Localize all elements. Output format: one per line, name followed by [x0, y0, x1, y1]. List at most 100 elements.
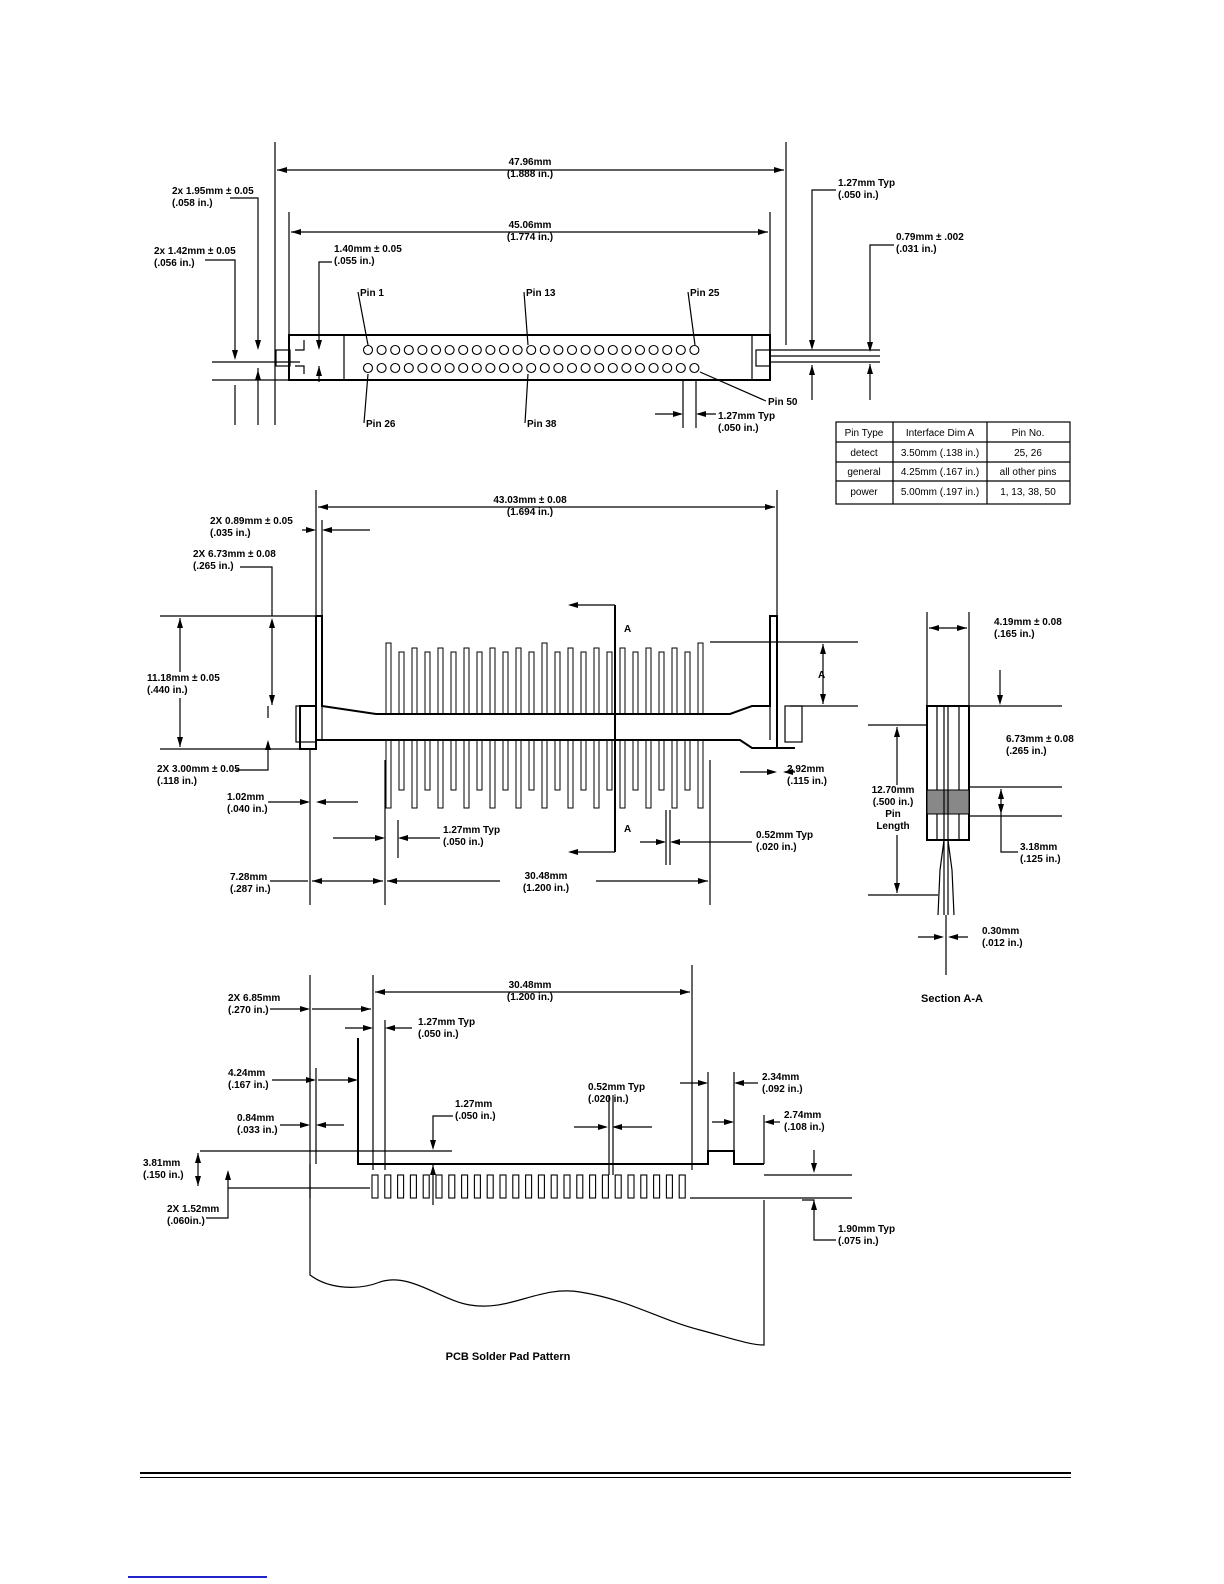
- side-pin-upper: [684, 651, 691, 715]
- side-pin-lower: [697, 739, 704, 809]
- side-pin-upper: [515, 647, 522, 715]
- side-pin-lower: [567, 739, 574, 809]
- table-cell: general: [847, 467, 880, 478]
- pin-hole: [458, 344, 469, 356]
- side-width-in: (1.694 in.): [507, 507, 553, 518]
- side-pin-upper: [463, 647, 470, 715]
- hole-dia-in: (.058 in.): [172, 198, 213, 209]
- pin-hole: [675, 362, 686, 374]
- r1-mm: 2.34mm: [762, 1072, 799, 1083]
- height-in: (.440 in.): [147, 685, 188, 696]
- pin-hole: [485, 344, 496, 356]
- table-cell: detect: [850, 448, 877, 459]
- pin-hole: [512, 362, 523, 374]
- side-pin-upper: [658, 651, 665, 715]
- side-pin-lower: [424, 739, 431, 791]
- footer-rule-thin: [140, 1477, 1071, 1478]
- table-cell: 1, 13, 38, 50: [1000, 487, 1056, 498]
- pin-hole: [648, 362, 659, 374]
- table-cell: power: [850, 487, 878, 498]
- pin-grid: [362, 344, 700, 374]
- pin-hole: [444, 362, 455, 374]
- side-pin-upper: [606, 651, 613, 715]
- side-pin-upper: [398, 651, 405, 715]
- pin-hole: [526, 344, 537, 356]
- pin-hole: [689, 362, 700, 374]
- section-mark-top: A: [624, 624, 631, 635]
- pin-thk-mm: 0.30mm: [982, 926, 1019, 937]
- side-pin-lower: [502, 739, 509, 791]
- body-in: (.265 in.): [1006, 746, 1047, 757]
- side-pin-upper: [593, 647, 600, 715]
- table-cell: 5.00mm (.197 in.): [901, 487, 979, 498]
- side-pin-upper: [619, 647, 626, 715]
- side-pin-upper: [645, 647, 652, 715]
- span-mm: 30.48mm: [525, 871, 568, 882]
- pad-h-mm: 1.27mm: [455, 1099, 492, 1110]
- side-pin-lower: [658, 739, 665, 791]
- pin-hole: [498, 344, 510, 356]
- pcb-view: 30.48mm (1.200 in.) 2X 6.85mm (.270 in.)…: [143, 965, 895, 1363]
- section-mark-bottom: A: [624, 824, 631, 835]
- gap-in: (.033 in.): [237, 1125, 278, 1136]
- side-view: 43.03mm ± 0.08 (1.694 in.) 2X 0.89mm ± 0…: [145, 490, 858, 905]
- pin-hole: [376, 344, 387, 356]
- pitch-top-mm: 1.27mm Typ: [838, 178, 895, 189]
- pin-hole: [471, 362, 482, 374]
- pin-hole: [430, 362, 442, 374]
- pin-hole: [417, 344, 428, 356]
- side-pin-upper: [580, 651, 587, 715]
- table-cell: 3.50mm (.138 in.): [901, 448, 979, 459]
- side-pin-lower: [528, 739, 535, 791]
- pin-hole: [526, 362, 537, 374]
- gap-mm: 0.84mm: [237, 1113, 274, 1124]
- side-pin-lower: [489, 739, 496, 809]
- solder-pad: [384, 1174, 392, 1199]
- pin-w-in: (.020 in.): [756, 842, 797, 853]
- footer-link-underline[interactable]: [128, 1576, 267, 1578]
- pad-len-in: (.075 in.): [838, 1236, 879, 1247]
- side-pin-lower: [385, 739, 392, 809]
- pitch-bottom-mm: 1.27mm Typ: [718, 411, 775, 422]
- hole-dia2-in: (.056 in.): [154, 258, 195, 269]
- pcb-span-in: (1.200 in.): [507, 992, 553, 1003]
- footer-rule-thick: [140, 1472, 1071, 1474]
- solder-pad: [653, 1174, 661, 1199]
- solder-pad: [486, 1174, 494, 1199]
- pin-hole: [485, 362, 496, 374]
- pin-hole: [498, 362, 510, 374]
- section-caption: Section A-A: [921, 993, 983, 1005]
- side-pin-upper: [424, 651, 431, 715]
- pin-hole: [594, 344, 605, 356]
- pin-len-word1: Pin: [885, 809, 901, 820]
- side-pin-lower: [476, 739, 483, 791]
- solder-pad: [397, 1174, 405, 1199]
- side-pin-lower: [632, 739, 639, 791]
- pin-hole: [689, 344, 700, 356]
- solder-pad: [409, 1174, 417, 1199]
- side-pin-lower: [580, 739, 587, 791]
- solder-pad: [461, 1174, 469, 1199]
- pin-hole: [553, 362, 564, 374]
- pin-hole: [458, 362, 469, 374]
- pitch-mm: 1.27mm Typ: [443, 825, 500, 836]
- pin-hole: [362, 362, 374, 374]
- top-view: 47.96mm (1.888 in.) 45.06mm (1.774 in.) …: [154, 142, 964, 434]
- solder-pad: [550, 1174, 558, 1199]
- offset-in: (.040 in.): [227, 804, 268, 815]
- pin-hole: [376, 362, 387, 374]
- pin-hole: [607, 362, 618, 374]
- edge-in: (.270 in.): [228, 1005, 269, 1016]
- side-pin-upper: [541, 642, 548, 715]
- solder-pad: [435, 1174, 443, 1199]
- pcb-pitch-mm: 1.27mm Typ: [418, 1017, 475, 1028]
- flange-h-in: (.265 in.): [193, 561, 234, 572]
- solder-pad: [422, 1174, 430, 1199]
- dim-a-label: A: [818, 670, 825, 681]
- side-pin-upper: [567, 647, 574, 715]
- solder-pad: [512, 1174, 520, 1199]
- side-pin-lower: [515, 739, 522, 809]
- pcb-pads: [371, 1174, 686, 1199]
- pin-w-mm: 0.52mm Typ: [756, 830, 813, 841]
- side-width-mm: 43.03mm ± 0.08: [493, 495, 567, 506]
